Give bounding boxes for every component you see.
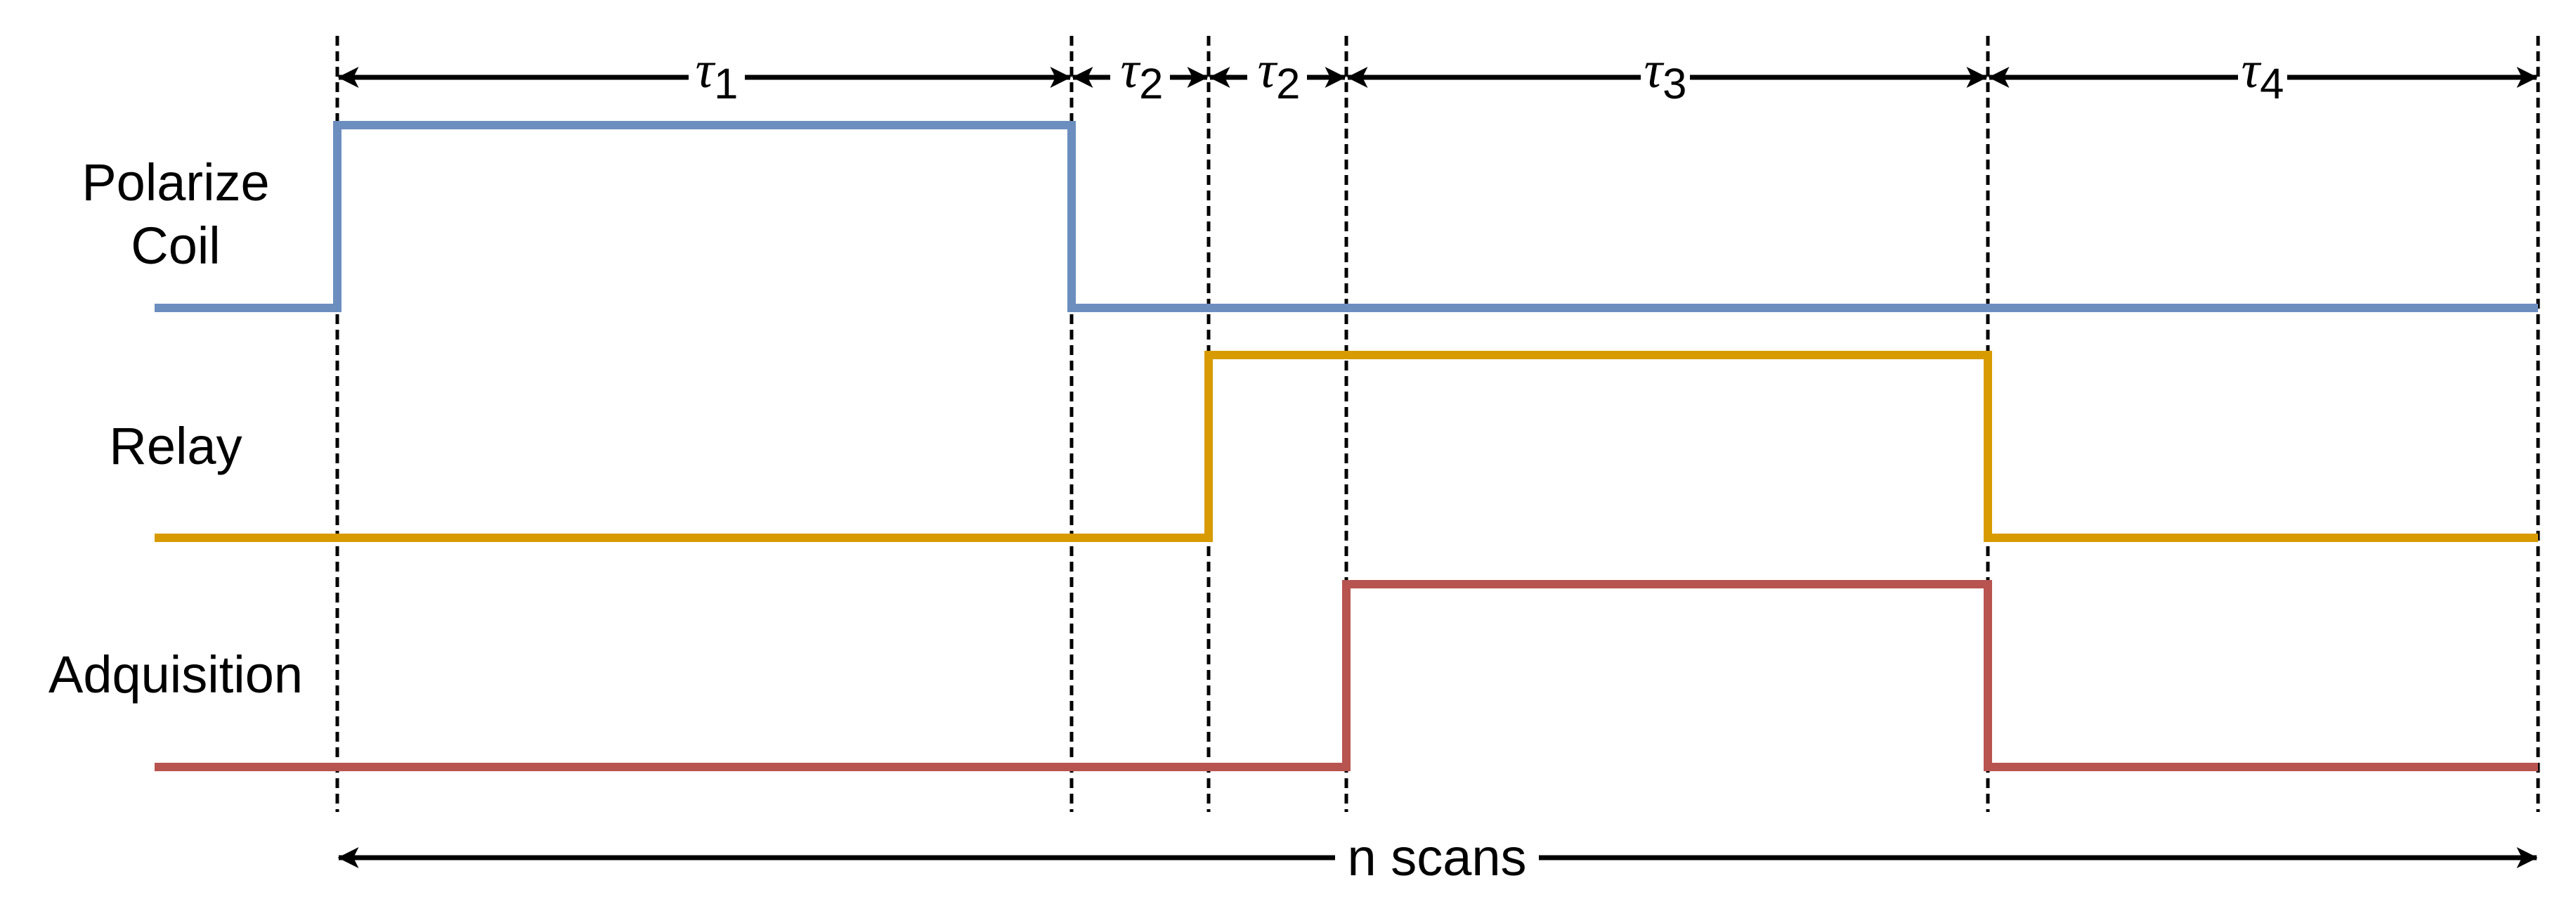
time-guides (335, 36, 2540, 812)
polarize-coil-trace (155, 121, 2538, 312)
signal-label-polarize-coil: Polarize Coil (42, 151, 309, 278)
label-line-1: Polarize (82, 153, 270, 212)
relay-trace (155, 351, 2538, 542)
signal-label-relay: Relay (109, 417, 242, 475)
label-line-2: Coil (131, 217, 221, 275)
interval-label-tau2b: τ2 (1257, 41, 1301, 108)
interval-label-tau3: τ3 (1644, 41, 1687, 108)
interval-label-tau2a: τ2 (1120, 41, 1164, 108)
signal-label-adquisition: Adquisition (48, 645, 303, 704)
n-scans-label: n scans (1347, 828, 1527, 887)
interval-label-tau4: τ4 (2241, 41, 2284, 108)
adquisition-trace (155, 580, 2538, 771)
interval-label-tau1: τ1 (695, 41, 739, 108)
